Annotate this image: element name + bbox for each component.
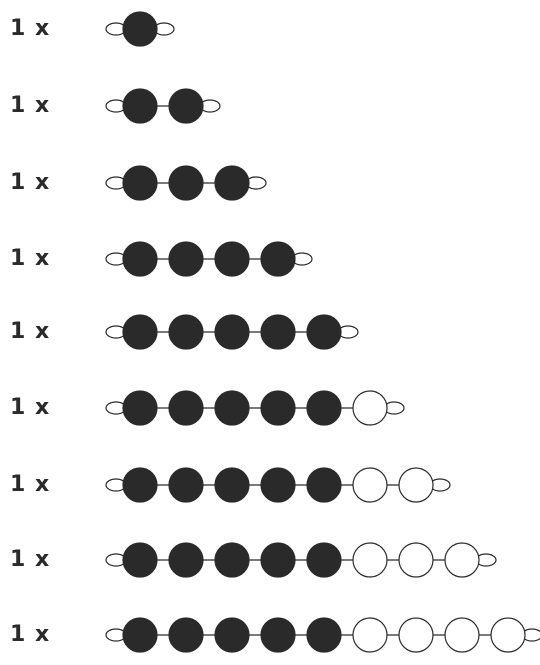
dark-bead xyxy=(307,391,341,425)
dark-bead xyxy=(215,468,249,502)
light-bead xyxy=(445,618,479,652)
dark-bead xyxy=(169,618,203,652)
light-bead xyxy=(353,391,387,425)
light-bead xyxy=(399,543,433,577)
dark-bead xyxy=(307,468,341,502)
dark-bead xyxy=(169,315,203,349)
dark-bead xyxy=(123,543,157,577)
dark-bead xyxy=(169,89,203,123)
light-bead xyxy=(353,468,387,502)
bead-row: 1 x xyxy=(0,229,540,289)
dark-bead xyxy=(215,391,249,425)
dark-bead xyxy=(261,543,295,577)
dark-bead xyxy=(169,391,203,425)
dark-bead xyxy=(123,315,157,349)
dark-bead xyxy=(123,618,157,652)
bead-bar xyxy=(0,302,540,362)
light-bead xyxy=(399,618,433,652)
bead-bar xyxy=(0,0,540,59)
dark-bead xyxy=(123,89,157,123)
bead-bar xyxy=(0,229,540,289)
bead-bar xyxy=(0,378,540,438)
light-bead xyxy=(353,618,387,652)
bead-bar xyxy=(0,455,540,515)
dark-bead xyxy=(261,618,295,652)
bead-row: 1 x xyxy=(0,302,540,362)
bead-bar xyxy=(0,530,540,590)
dark-bead xyxy=(261,391,295,425)
bead-row: 1 x xyxy=(0,0,540,59)
dark-bead xyxy=(169,543,203,577)
dark-bead xyxy=(169,468,203,502)
dark-bead xyxy=(169,166,203,200)
dark-bead xyxy=(123,242,157,276)
dark-bead xyxy=(261,468,295,502)
light-bead xyxy=(399,468,433,502)
bead-row: 1 x xyxy=(0,153,540,213)
dark-bead xyxy=(261,315,295,349)
dark-bead xyxy=(123,12,157,46)
dark-bead xyxy=(215,543,249,577)
bead-bar xyxy=(0,605,540,665)
bead-row: 1 x xyxy=(0,378,540,438)
light-bead xyxy=(491,618,525,652)
light-bead xyxy=(353,543,387,577)
dark-bead xyxy=(215,618,249,652)
light-bead xyxy=(445,543,479,577)
dark-bead xyxy=(307,618,341,652)
dark-bead xyxy=(215,315,249,349)
bead-bar xyxy=(0,153,540,213)
dark-bead xyxy=(307,315,341,349)
bead-row: 1 x xyxy=(0,530,540,590)
dark-bead xyxy=(261,242,295,276)
bead-row: 1 x xyxy=(0,605,540,665)
dark-bead xyxy=(307,543,341,577)
dark-bead xyxy=(123,468,157,502)
dark-bead xyxy=(123,166,157,200)
dark-bead xyxy=(215,242,249,276)
dark-bead xyxy=(215,166,249,200)
bead-bar xyxy=(0,76,540,136)
dark-bead xyxy=(169,242,203,276)
dark-bead xyxy=(123,391,157,425)
bead-row: 1 x xyxy=(0,76,540,136)
bead-row: 1 x xyxy=(0,455,540,515)
